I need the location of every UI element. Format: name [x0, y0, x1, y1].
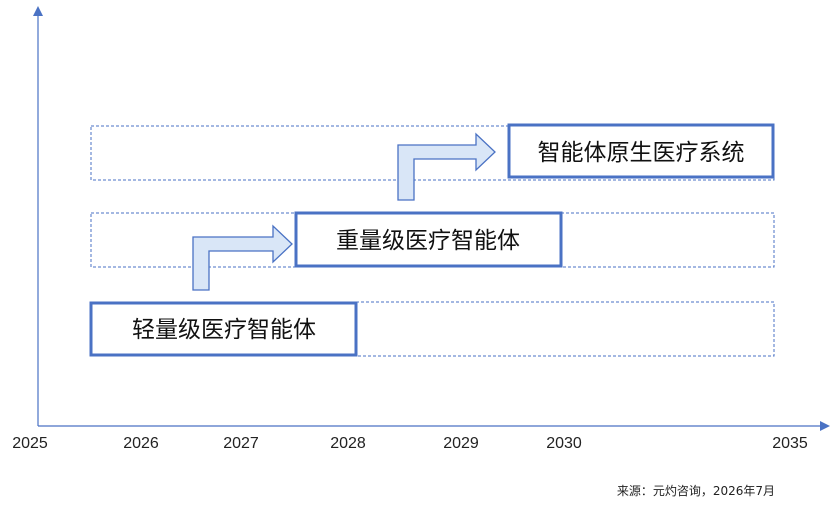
x-tick-label: 2028	[330, 435, 366, 452]
stage-box	[89, 301, 358, 357]
x-axis-arrow-icon	[820, 421, 830, 431]
stage-box	[507, 123, 775, 179]
x-tick-label: 2035	[772, 435, 808, 452]
stage-label: 轻量级医疗智能体	[132, 317, 316, 343]
x-tick-label: 2025	[12, 435, 48, 452]
stage-3: 智能体原生医疗系统	[507, 123, 775, 179]
stage-1: 轻量级医疗智能体	[89, 301, 358, 357]
x-tick-label: 2027	[223, 435, 259, 452]
x-tick-label: 2026	[123, 435, 159, 452]
y-axis-arrow-icon	[33, 6, 43, 16]
stage-2: 重量级医疗智能体	[294, 211, 563, 268]
x-tick-label: 2030	[546, 435, 582, 452]
bent-arrow-icon	[192, 224, 293, 291]
source-note: 来源：元灼咨询，2026年7月	[617, 483, 775, 498]
stage-box	[294, 211, 563, 268]
stage-label: 重量级医疗智能体	[336, 228, 520, 254]
bent-arrow-icon	[397, 132, 496, 201]
x-tick-label: 2029	[443, 435, 479, 452]
stage-label: 智能体原生医疗系统	[538, 140, 745, 166]
